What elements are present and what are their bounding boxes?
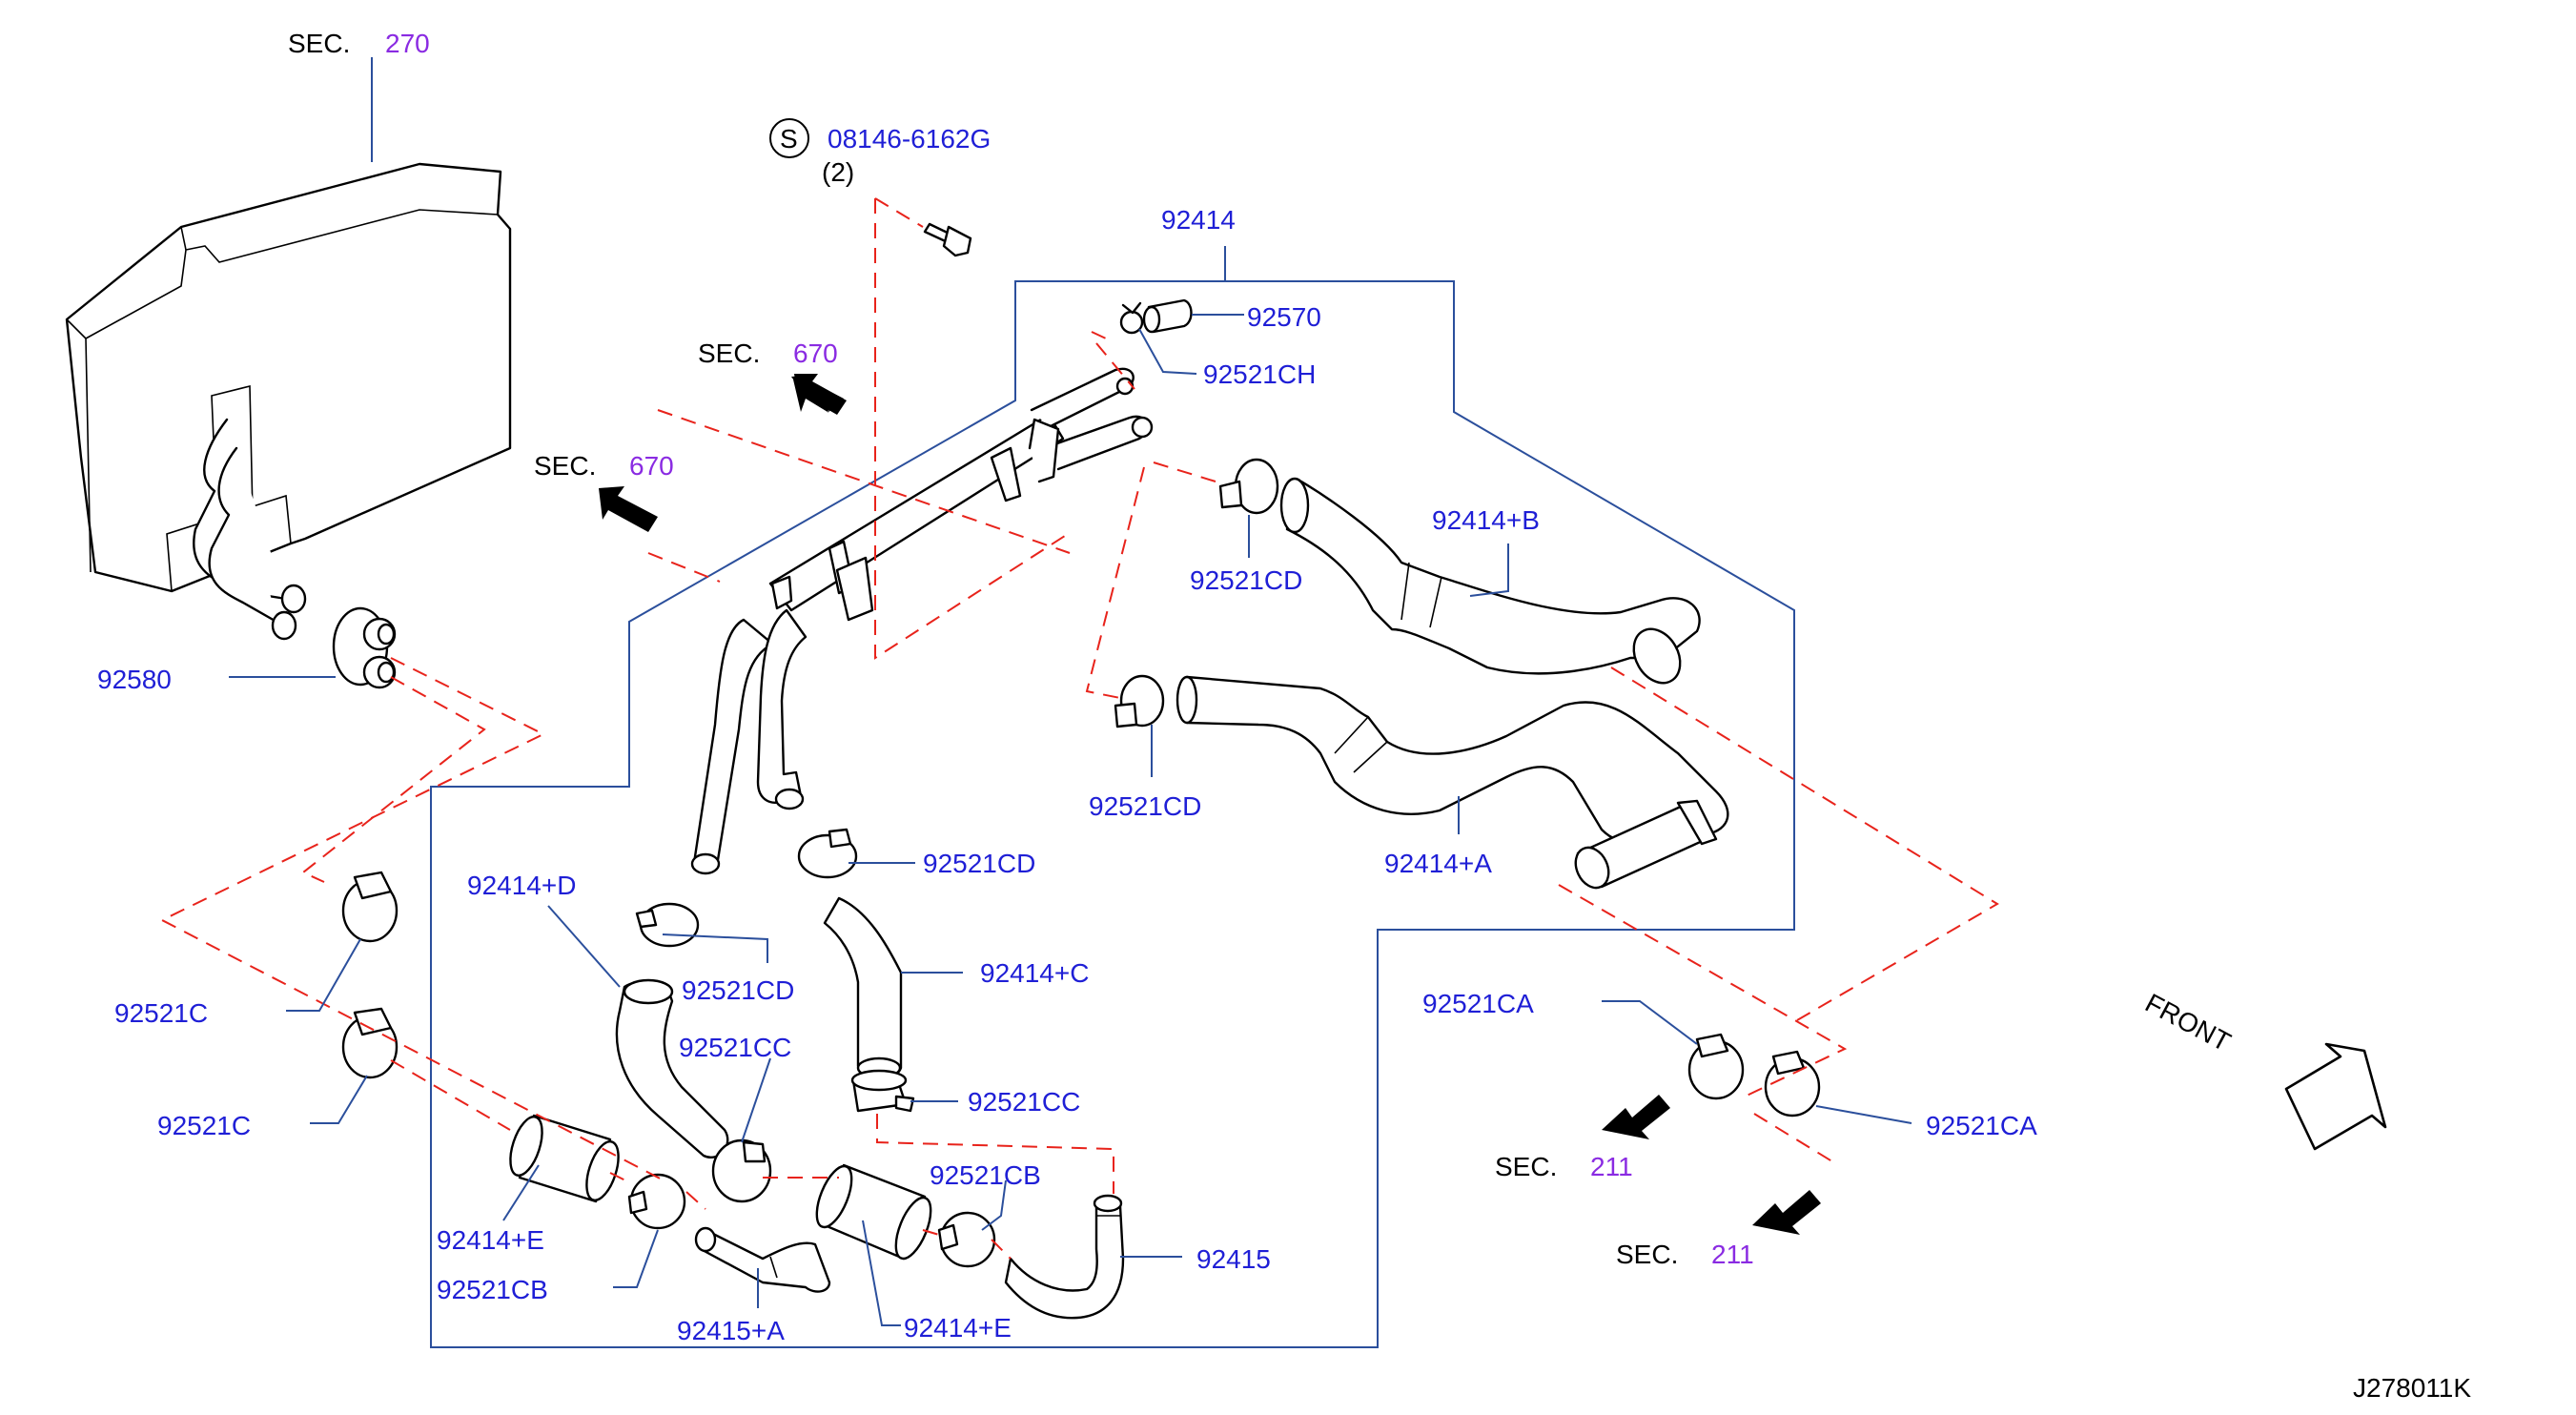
clamp-92521CB-left	[627, 1173, 686, 1230]
hose-92414-d	[615, 978, 729, 1159]
hose-92570	[1142, 298, 1193, 334]
part-92521CD-middle[interactable]: 92521CD	[1089, 791, 1201, 821]
pipe-92415-a	[694, 1226, 831, 1293]
part-92521CD-left[interactable]: 92521CD	[682, 975, 794, 1005]
front-arrow-icon	[2284, 1042, 2387, 1151]
arrow-sec-670-b-icon	[599, 486, 658, 532]
part-92521CA-left[interactable]: 92521CA	[1422, 989, 1534, 1018]
sec-211-b-number: 211	[1711, 1240, 1754, 1269]
clamp-92521CH	[1119, 301, 1144, 335]
sec-270-prefix: SEC.	[288, 29, 350, 58]
part-92521CD-upper[interactable]: 92521CD	[1190, 565, 1302, 595]
clamp-92521CD-middle	[1114, 674, 1165, 728]
clamp-92521CD-left	[635, 902, 700, 948]
clamp-92521CA-left	[1687, 1033, 1745, 1100]
part-92521CH[interactable]: 92521CH	[1203, 359, 1316, 389]
bolt-part-number[interactable]: 08146-6162G	[828, 124, 991, 154]
part-92414-a[interactable]: 92414+A	[1384, 849, 1492, 878]
sec-211-b-ref[interactable]: SEC. 211	[1616, 1240, 1754, 1269]
sec-670-b-number: 670	[629, 451, 674, 481]
part-92521CC-left[interactable]: 92521CC	[679, 1033, 791, 1062]
leader-lines	[229, 57, 1912, 1326]
clamp-92521CC-left	[711, 1138, 772, 1203]
sec-670-a-number: 670	[793, 338, 838, 368]
clamp-92521CA-right	[1764, 1050, 1821, 1118]
part-92414-b[interactable]: 92414+B	[1432, 505, 1540, 535]
part-92521CC-right[interactable]: 92521CC	[968, 1087, 1080, 1117]
assembly-boundary	[430, 280, 1795, 1348]
heater-unit	[65, 162, 512, 641]
part-92414-e-right[interactable]: 92414+E	[904, 1313, 1012, 1343]
hose-92414-e-right	[815, 1163, 932, 1261]
part-92521C-lower[interactable]: 92521C	[157, 1111, 251, 1140]
pipe-92415	[1004, 1194, 1125, 1320]
supplied-symbol-letter: S	[780, 124, 798, 154]
hose-92414-e-left	[509, 1114, 620, 1203]
assembly-dashed-lines	[159, 197, 1999, 1260]
part-92521CB-left[interactable]: 92521CB	[437, 1275, 548, 1304]
bolt-icon	[923, 222, 972, 257]
pipe-assembly-92414	[690, 367, 1154, 875]
figure-code: J278011K	[2353, 1373, 2471, 1403]
part-92521CB-right[interactable]: 92521CB	[930, 1160, 1041, 1190]
grommet-92580	[332, 606, 397, 689]
part-92521CA-right[interactable]: 92521CA	[1926, 1111, 2037, 1140]
part-92415-a[interactable]: 92415+A	[677, 1316, 785, 1345]
part-92414-d[interactable]: 92414+D	[467, 871, 576, 900]
front-label: FRONT	[2140, 988, 2236, 1057]
arrow-sec-670-a-icon	[791, 374, 847, 415]
sec-670-b-prefix: SEC.	[534, 451, 596, 481]
supplied-symbol-icon	[769, 118, 809, 158]
bolt-quantity: (2)	[822, 157, 854, 187]
hose-92414-a	[1176, 675, 1729, 890]
clamp-92521CD-upper	[1218, 458, 1279, 515]
sec-270-ref[interactable]: SEC. 270	[288, 29, 430, 58]
arrow-sec-211-a-icon	[1602, 1095, 1670, 1139]
arrow-sec-211-b-icon	[1752, 1190, 1821, 1235]
part-92414-c[interactable]: 92414+C	[980, 958, 1089, 988]
clamp-92521CD-lower	[797, 828, 858, 879]
sec-670-a-ref[interactable]: SEC. 670	[698, 338, 838, 368]
hose-92414-b	[1279, 477, 1701, 685]
sec-211-b-prefix: SEC.	[1616, 1240, 1678, 1269]
part-92570[interactable]: 92570	[1247, 302, 1321, 332]
part-92414-e-left[interactable]: 92414+E	[437, 1225, 544, 1255]
part-92521CD-lower[interactable]: 92521CD	[923, 849, 1035, 878]
part-92415[interactable]: 92415	[1196, 1244, 1271, 1274]
clamp-92521C-lower	[341, 1007, 399, 1079]
sec-211-a-prefix: SEC.	[1495, 1152, 1557, 1181]
part-92521C-upper[interactable]: 92521C	[114, 998, 208, 1028]
sec-270-number: 270	[385, 29, 430, 58]
sec-211-a-number: 211	[1590, 1152, 1633, 1181]
part-92580[interactable]: 92580	[97, 665, 172, 694]
hose-92414-c	[823, 896, 903, 1080]
clamp-92521CB-right	[937, 1211, 996, 1268]
clamp-92521C-upper	[341, 871, 399, 943]
sec-670-a-prefix: SEC.	[698, 338, 760, 368]
clamp-92521CC-right	[850, 1069, 915, 1113]
part-92414[interactable]: 92414	[1161, 205, 1236, 235]
sec-670-b-ref[interactable]: SEC. 670	[534, 451, 674, 481]
sec-211-a-ref[interactable]: SEC. 211	[1495, 1152, 1633, 1181]
